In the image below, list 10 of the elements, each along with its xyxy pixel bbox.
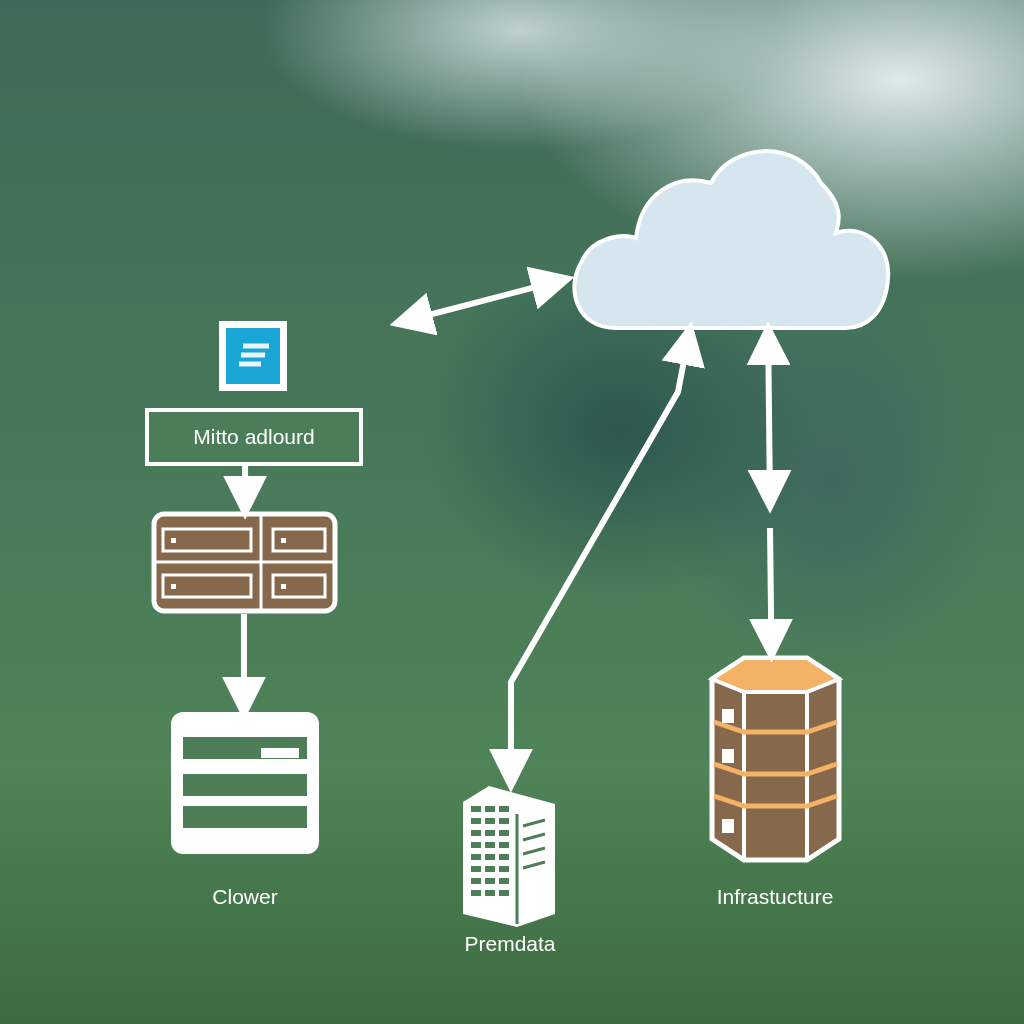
- arrow: [223, 466, 268, 520]
- node-caption: Infrastucture: [716, 885, 834, 909]
- arrow: [488, 321, 705, 793]
- process-box: [145, 408, 363, 466]
- box-label: Mitto adlourd: [193, 425, 315, 449]
- node-caption: Premdata: [464, 932, 556, 956]
- arrow: [389, 266, 575, 336]
- arrow: [746, 321, 792, 514]
- node-caption: Clower: [212, 885, 278, 909]
- arrow: [749, 527, 794, 663]
